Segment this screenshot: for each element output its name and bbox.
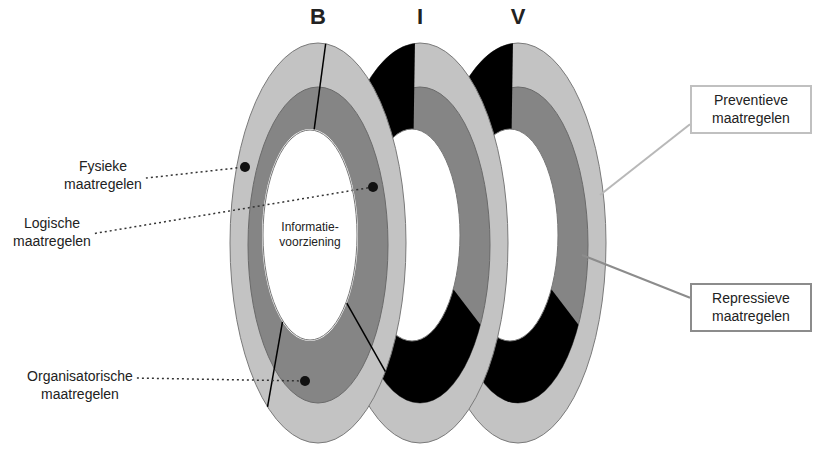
divider-line	[268, 322, 283, 407]
pointer-dot	[368, 182, 378, 192]
measure-label: Logische maatregelen	[6, 215, 98, 250]
node-label: Informatie- voorziening	[270, 220, 350, 250]
repressive-ring	[248, 87, 388, 403]
divider-lines	[268, 44, 386, 407]
security-ring	[230, 43, 406, 443]
ring-letter: V	[498, 3, 538, 31]
divider-line	[347, 303, 386, 371]
measure-label: Fysieke maatregelen	[55, 158, 151, 193]
node-label: Preventieve maatregelen	[703, 92, 799, 127]
leader-line	[146, 167, 245, 178]
leader-lines	[95, 124, 690, 381]
pointer-dot	[240, 162, 250, 172]
leader-line	[137, 378, 305, 381]
preventive-box: Preventieve maatregelen	[690, 85, 812, 134]
inner-hole	[262, 129, 358, 341]
divider-line	[314, 44, 325, 130]
ellipse-outline	[263, 130, 357, 340]
preventive-ring	[230, 43, 406, 443]
ring-letter: I	[400, 3, 440, 31]
pointer-dot	[300, 376, 310, 386]
info-ellipse: Informatie- voorziening	[262, 129, 358, 341]
node-label: Repressieve maatregelen	[703, 290, 799, 325]
measure-label: Organisatorische maatregelen	[7, 368, 153, 403]
security-ring	[225, 0, 640, 451]
ring-letter: B	[298, 3, 338, 31]
repressive-box: Repressieve maatregelen	[690, 283, 812, 332]
leader-line	[600, 124, 690, 195]
pointer-dots	[240, 162, 378, 386]
leader-line	[582, 255, 690, 298]
